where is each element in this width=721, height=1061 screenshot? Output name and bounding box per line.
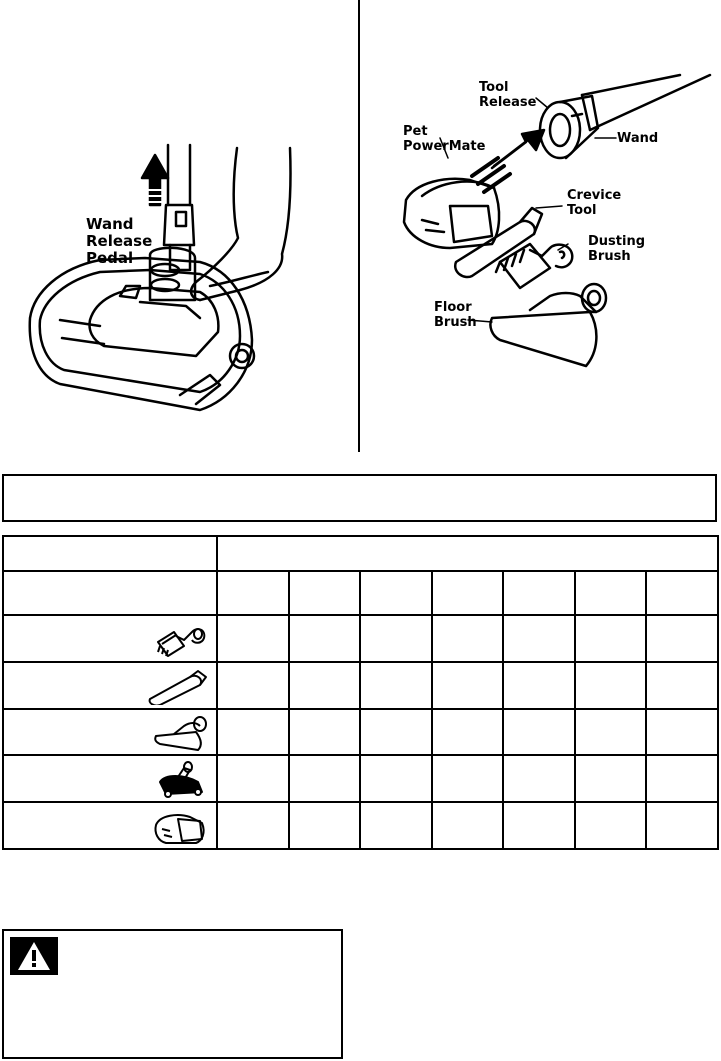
cell (645, 660, 719, 710)
column-header-cell (573, 569, 648, 617)
cell (287, 707, 362, 757)
cell (359, 801, 433, 850)
cell (216, 660, 290, 710)
callout-wand: Wand (617, 131, 659, 146)
floor-brush-icon (154, 715, 207, 751)
table-row (2, 707, 719, 757)
table-subheader-row (2, 569, 719, 617)
cell (573, 801, 648, 850)
wand-release-illustration (28, 143, 292, 412)
cell (645, 754, 719, 804)
cell (573, 754, 648, 804)
cell (502, 660, 576, 710)
section-banner-box (2, 474, 717, 522)
pet-powermate-small-icon (159, 761, 203, 799)
header-uses-cell (216, 535, 719, 572)
cell (645, 801, 719, 850)
figure-divider (358, 0, 360, 452)
table-row (2, 614, 719, 663)
cell (359, 754, 433, 804)
callout-wand-release-pedal: Wand Release Pedal (86, 215, 153, 267)
column-header-cell (359, 569, 433, 617)
column-header-cell (430, 569, 505, 617)
cell (502, 707, 576, 757)
cell (430, 614, 505, 663)
cell (502, 801, 576, 850)
cell (216, 614, 290, 663)
tool-cell (2, 801, 218, 850)
column-header-cell (645, 569, 719, 617)
pet-powermate-large-icon (154, 814, 205, 845)
table-header-row (2, 535, 719, 572)
cell (430, 707, 505, 757)
callout-tool-release: Tool Release (479, 80, 537, 110)
cell (287, 614, 362, 663)
cell (430, 801, 505, 850)
cell (359, 707, 433, 757)
tools-usage-table (2, 535, 719, 850)
table-row (2, 801, 719, 850)
cell (359, 614, 433, 663)
subheader-blank-cell (2, 569, 218, 617)
column-header-cell (216, 569, 290, 617)
cell (502, 754, 576, 804)
callout-pet-powermate: Pet PowerMate (403, 124, 486, 154)
callout-floor-brush: Floor Brush (434, 300, 477, 330)
cell (573, 707, 648, 757)
cell (573, 660, 648, 710)
cell (287, 801, 362, 850)
tool-cell (2, 707, 218, 757)
cell (216, 754, 290, 804)
crevice-tool-icon (148, 669, 207, 705)
callout-dusting-brush: Dusting Brush (588, 234, 646, 264)
cell (216, 801, 290, 850)
cell (287, 754, 362, 804)
table-row (2, 754, 719, 804)
cell (573, 614, 648, 663)
attachments-illustration (402, 73, 712, 368)
cell (502, 614, 576, 663)
warning-triangle-icon (10, 937, 58, 975)
tool-cell (2, 660, 218, 710)
cell (216, 707, 290, 757)
tool-cell (2, 754, 218, 804)
callout-crevice-tool: Crevice Tool (567, 188, 622, 218)
table-row (2, 660, 719, 710)
column-header-cell (287, 569, 362, 617)
cell (645, 707, 719, 757)
cell (430, 660, 505, 710)
cell (287, 660, 362, 710)
cell (430, 754, 505, 804)
dusting-brush-icon (157, 628, 206, 658)
header-tool-cell (2, 535, 218, 572)
column-header-cell (502, 569, 576, 617)
cell (359, 660, 433, 710)
cell (645, 614, 719, 663)
warning-box (2, 929, 343, 1059)
tool-cell (2, 614, 218, 663)
